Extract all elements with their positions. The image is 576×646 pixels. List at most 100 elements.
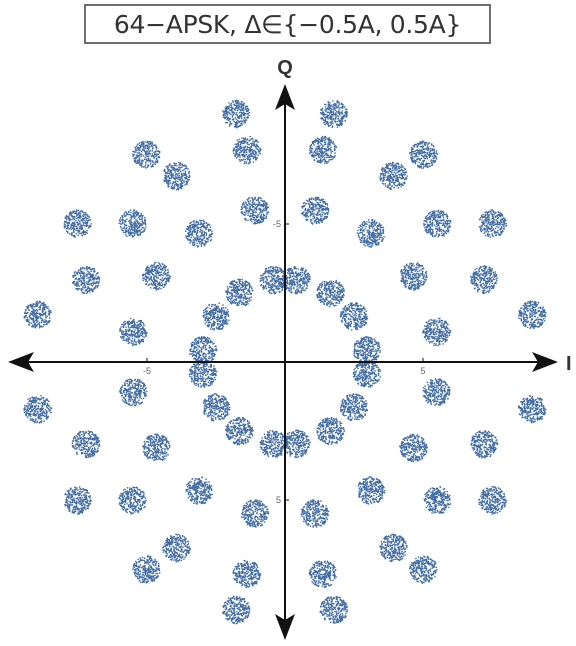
data-point bbox=[443, 326, 445, 328]
data-point bbox=[274, 439, 276, 441]
data-point bbox=[268, 272, 270, 275]
data-point bbox=[360, 374, 362, 377]
data-point bbox=[373, 241, 376, 244]
data-point bbox=[215, 374, 217, 376]
data-point bbox=[232, 419, 235, 421]
data-point bbox=[203, 410, 205, 413]
data-point bbox=[251, 430, 253, 433]
data-point bbox=[350, 320, 353, 323]
data-point bbox=[430, 328, 433, 331]
data-point bbox=[343, 414, 346, 417]
data-point bbox=[435, 344, 437, 346]
data-point bbox=[281, 289, 284, 292]
data-point bbox=[348, 406, 351, 408]
data-point bbox=[295, 278, 297, 281]
data-point bbox=[340, 406, 342, 409]
data-point bbox=[405, 263, 408, 266]
data-point bbox=[294, 267, 297, 269]
data-point bbox=[376, 226, 378, 228]
data-point bbox=[248, 422, 251, 424]
data-point bbox=[343, 307, 346, 309]
data-point bbox=[208, 317, 211, 319]
data-point bbox=[340, 285, 343, 287]
data-point bbox=[272, 454, 274, 457]
data-point bbox=[363, 223, 366, 226]
data-point bbox=[338, 302, 340, 305]
data-point bbox=[329, 292, 331, 295]
data-point bbox=[371, 371, 374, 374]
data-point bbox=[210, 409, 213, 411]
data-point bbox=[348, 309, 351, 312]
data-point bbox=[353, 304, 355, 306]
data-point bbox=[199, 382, 202, 385]
data-point bbox=[329, 430, 332, 433]
data-point bbox=[419, 283, 422, 285]
data-point bbox=[207, 357, 210, 360]
data-point bbox=[378, 236, 381, 238]
data-point bbox=[371, 373, 373, 375]
data-point bbox=[378, 232, 381, 235]
data-point bbox=[324, 431, 327, 434]
data-point bbox=[227, 436, 229, 439]
data-point bbox=[364, 370, 366, 372]
data-point bbox=[211, 419, 214, 421]
data-point bbox=[320, 424, 323, 427]
constellation-cluster bbox=[259, 265, 288, 295]
data-point bbox=[207, 339, 209, 342]
data-point bbox=[338, 283, 341, 286]
data-point bbox=[275, 269, 278, 272]
data-point bbox=[367, 352, 370, 354]
data-point bbox=[352, 375, 355, 378]
data-point bbox=[205, 310, 208, 312]
data-point bbox=[372, 229, 375, 232]
data-point bbox=[205, 369, 208, 371]
data-point bbox=[271, 280, 274, 282]
data-point bbox=[210, 378, 212, 381]
data-point bbox=[295, 456, 297, 459]
data-point bbox=[291, 431, 293, 434]
data-point bbox=[407, 266, 410, 268]
data-point bbox=[366, 368, 368, 371]
data-point bbox=[367, 380, 370, 383]
data-point bbox=[295, 448, 298, 451]
data-point bbox=[203, 312, 205, 314]
constellation-cluster bbox=[224, 416, 254, 446]
data-point bbox=[365, 336, 368, 338]
data-point bbox=[211, 414, 213, 417]
data-point bbox=[216, 324, 219, 326]
data-point bbox=[325, 436, 327, 438]
data-point bbox=[352, 405, 355, 407]
constellation-cluster bbox=[188, 336, 218, 365]
data-point bbox=[260, 440, 262, 443]
data-point bbox=[295, 276, 298, 278]
data-point bbox=[234, 438, 236, 440]
data-point bbox=[356, 302, 359, 305]
data-point bbox=[299, 433, 302, 436]
data-point bbox=[202, 358, 204, 360]
data-point bbox=[356, 406, 358, 408]
data-point bbox=[361, 322, 363, 325]
data-point bbox=[377, 242, 379, 244]
data-point bbox=[302, 444, 305, 446]
data-point bbox=[239, 432, 241, 434]
data-point bbox=[293, 278, 295, 281]
data-point bbox=[291, 282, 294, 285]
data-point bbox=[347, 326, 350, 328]
data-point bbox=[328, 433, 331, 435]
data-point bbox=[196, 344, 199, 347]
data-point bbox=[326, 303, 328, 306]
data-point bbox=[362, 309, 364, 312]
data-point bbox=[298, 435, 301, 437]
data-point bbox=[432, 340, 434, 342]
data-point bbox=[369, 373, 371, 376]
data-point bbox=[218, 310, 220, 312]
data-point bbox=[195, 346, 197, 349]
data-point bbox=[292, 444, 294, 447]
data-point bbox=[214, 398, 217, 401]
data-point bbox=[328, 283, 330, 286]
data-point bbox=[357, 321, 360, 323]
data-point bbox=[305, 450, 308, 453]
data-point bbox=[273, 452, 276, 454]
data-point bbox=[376, 243, 378, 246]
data-point bbox=[333, 419, 336, 421]
